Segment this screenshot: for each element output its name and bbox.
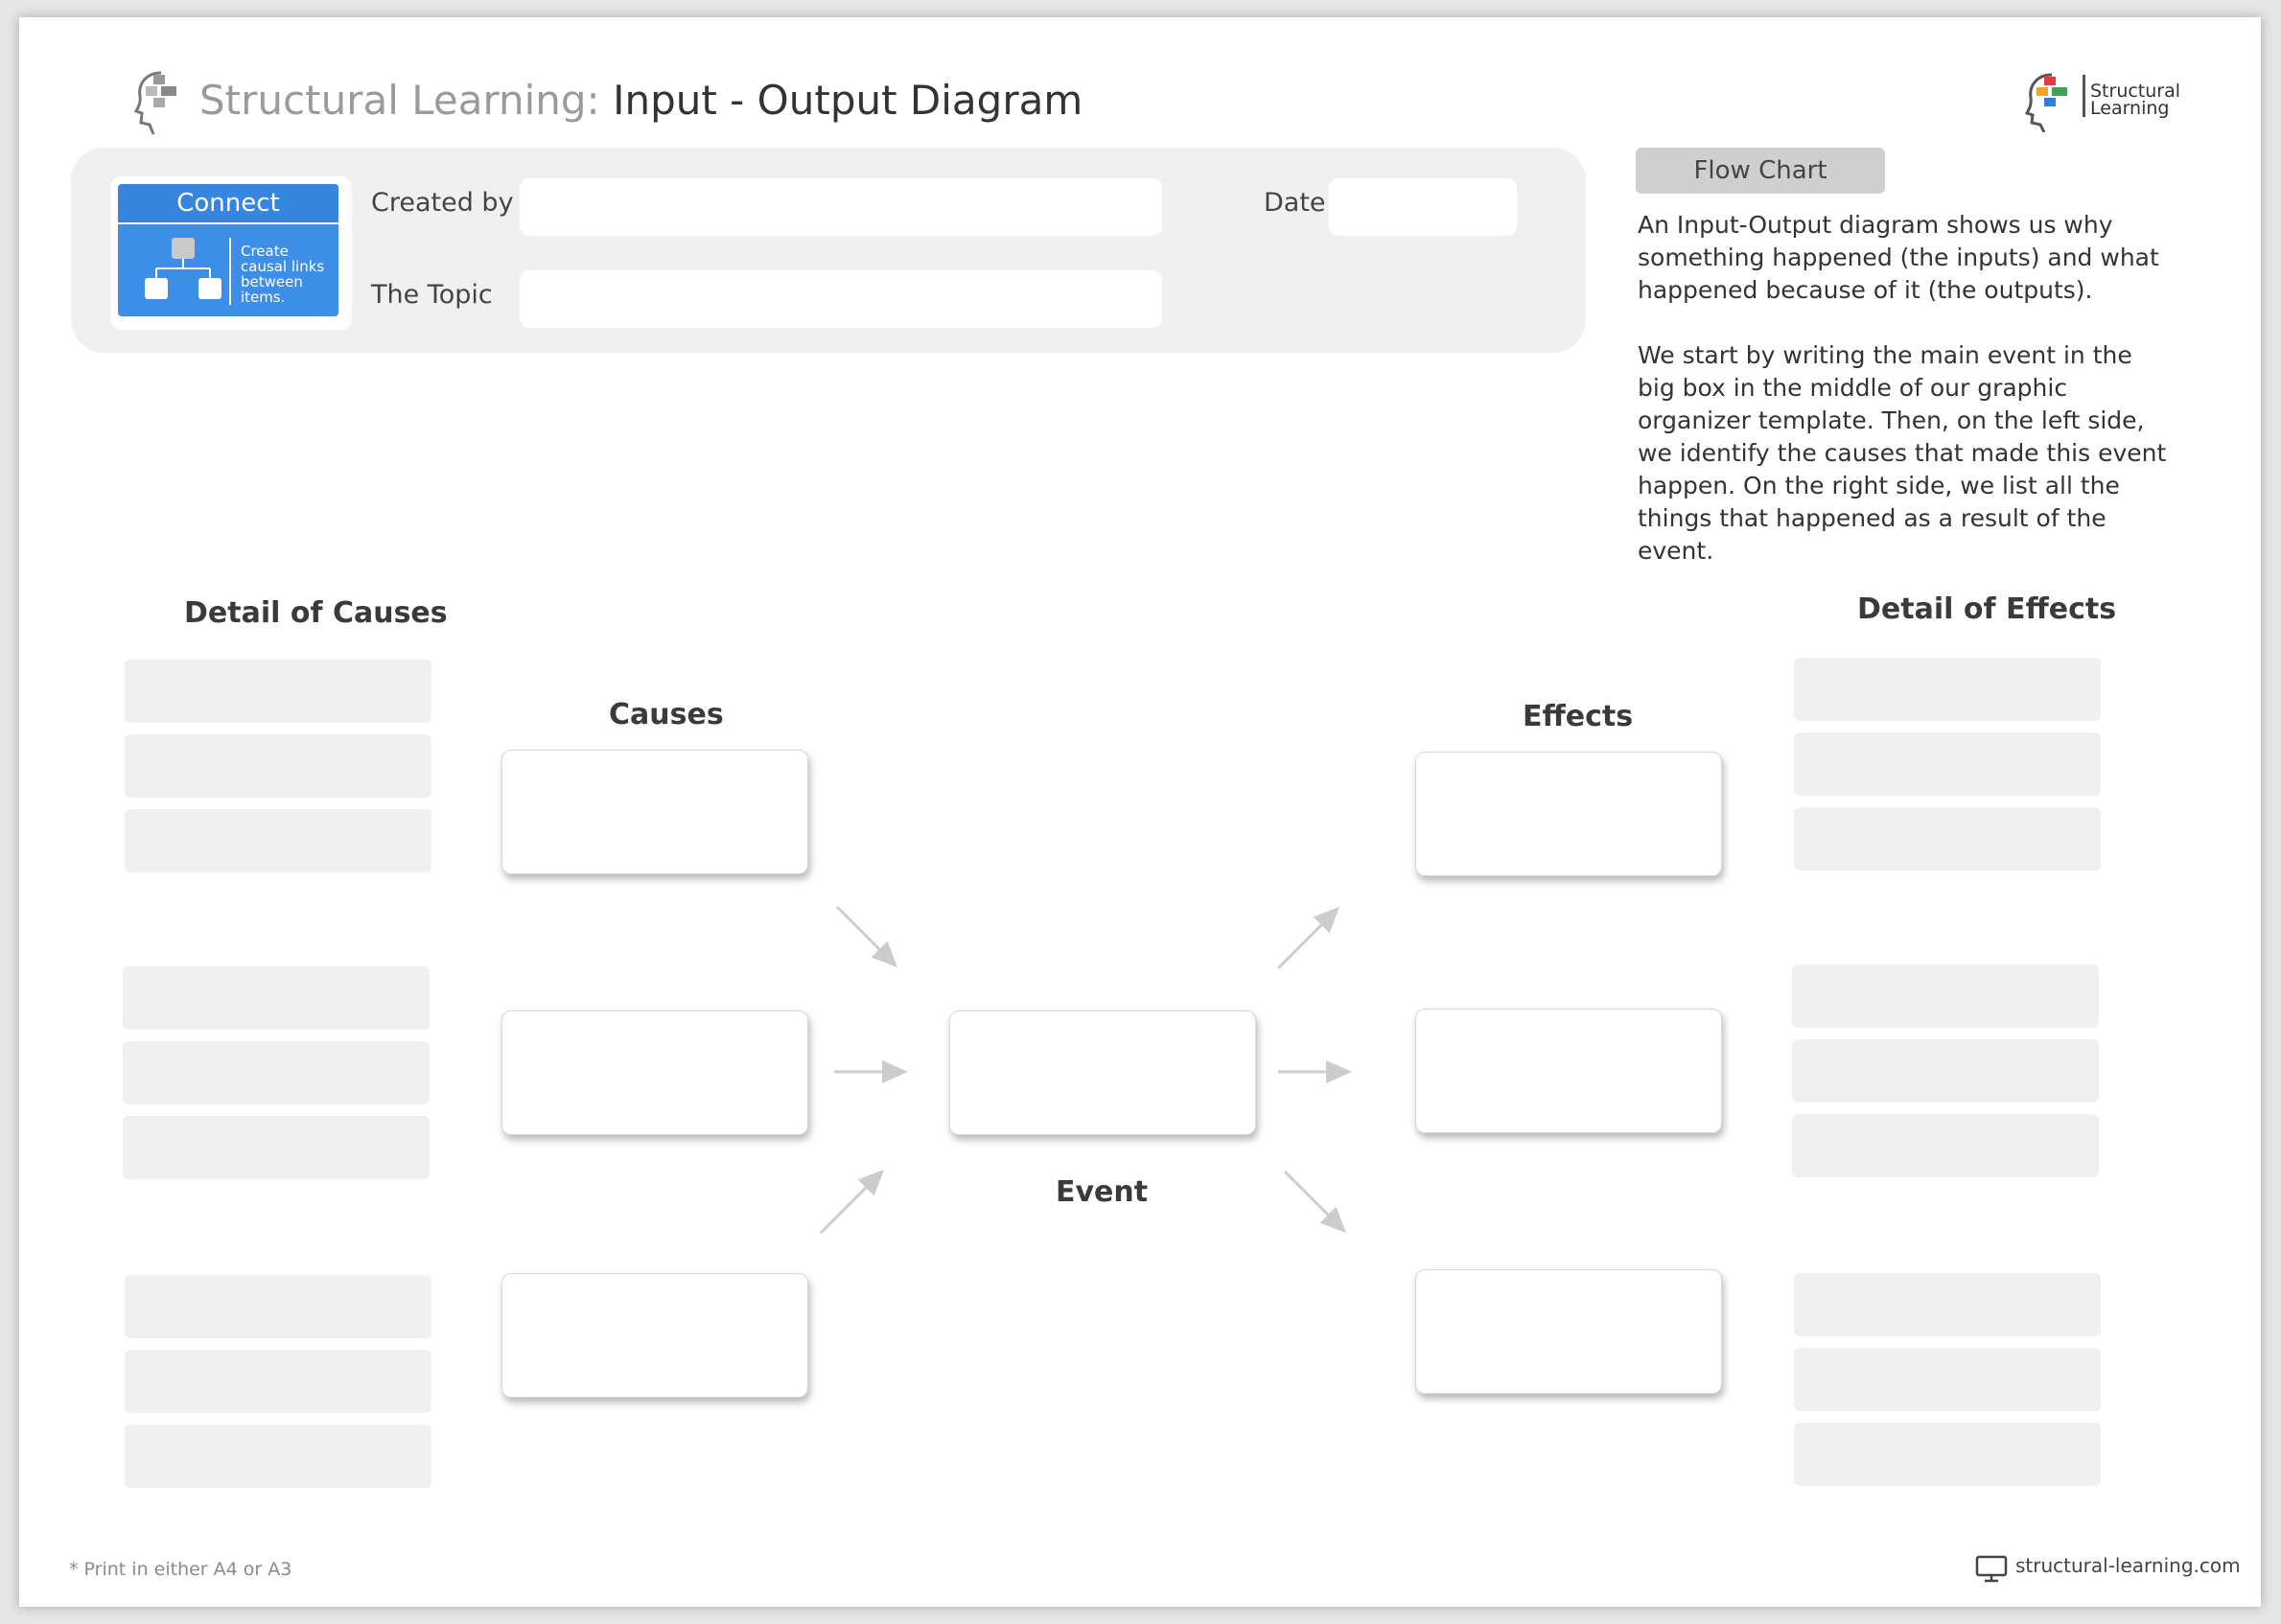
page-title: Structural Learning: Input - Output Diag… (199, 77, 1082, 124)
connect-divider (229, 238, 231, 305)
logo-divider (2083, 75, 2085, 117)
website-link[interactable]: structural-learning.com (2015, 1554, 2241, 1577)
arrow-icon (819, 1169, 885, 1235)
effect-detail-field[interactable] (1794, 732, 2101, 796)
worksheet-page: Structural Learning: Input - Output Diag… (19, 17, 2261, 1607)
logo-line-2: Learning (2090, 98, 2170, 119)
effect-detail-field[interactable] (1794, 1348, 2101, 1411)
cause-detail-field[interactable] (123, 1116, 430, 1179)
effect-detail-field[interactable] (1794, 807, 2101, 870)
description-paragraph-1: An Input-Output diagram shows us why som… (1638, 211, 2159, 304)
logo-wordmark: Structural Learning (2090, 81, 2181, 119)
connect-badge: Connect Create causal links between item… (118, 184, 338, 316)
effect-box-3[interactable] (1415, 1269, 1722, 1394)
arrow-icon (1283, 1170, 1347, 1234)
flow-chart-chip: Flow Chart (1636, 148, 1885, 194)
description-paragraph-2: We start by writing the main event in th… (1638, 341, 2167, 565)
arrow-layer (819, 905, 1352, 1235)
event-label: Event (1056, 1175, 1149, 1209)
connect-description: Create causal links between items. (241, 243, 325, 306)
cause-detail-field[interactable] (123, 966, 430, 1030)
description-text: An Input-Output diagram shows us why som… (1638, 209, 2175, 600)
effect-detail-field[interactable] (1792, 964, 2099, 1028)
effect-detail-field[interactable] (1792, 1039, 2099, 1102)
monitor-icon (1975, 1555, 2008, 1583)
cause-box-1[interactable] (501, 750, 808, 874)
effect-box-2[interactable] (1415, 1009, 1722, 1133)
cause-detail-field[interactable] (125, 1425, 431, 1488)
created-by-label: Created by (371, 188, 514, 218)
effect-detail-field[interactable] (1794, 1273, 2101, 1336)
created-by-input[interactable] (520, 178, 1162, 236)
connect-card: Connect Create causal links between item… (110, 176, 352, 330)
detail-causes-label: Detail of Causes (184, 596, 448, 630)
effect-detail-field[interactable] (1792, 1114, 2099, 1177)
connect-title: Connect (118, 184, 338, 224)
head-puzzle-icon (133, 71, 176, 135)
effect-box-1[interactable] (1415, 752, 1722, 876)
detail-effects-label: Detail of Effects (1857, 592, 2117, 626)
causes-label: Causes (609, 698, 724, 731)
topic-input[interactable] (520, 270, 1162, 328)
logo-head-icon (2024, 73, 2067, 132)
brand-name: Structural Learning: (199, 77, 600, 124)
cause-box-2[interactable] (501, 1010, 808, 1135)
diagram-title: Input - Output Diagram (613, 77, 1083, 124)
print-note: * Print in either A4 or A3 (69, 1559, 292, 1580)
cause-detail-field[interactable] (125, 1275, 431, 1338)
cause-detail-field[interactable] (125, 809, 431, 872)
arrow-icon (835, 905, 898, 968)
date-input[interactable] (1329, 178, 1517, 236)
topic-label: The Topic (371, 280, 493, 310)
cause-detail-field[interactable] (125, 660, 431, 723)
effects-label: Effects (1523, 700, 1634, 733)
effect-detail-field[interactable] (1794, 658, 2101, 721)
cause-detail-field[interactable] (123, 1041, 430, 1104)
cause-detail-field[interactable] (125, 1350, 431, 1413)
arrow-icon (1276, 906, 1340, 970)
effect-detail-field[interactable] (1794, 1423, 2101, 1486)
event-box[interactable] (949, 1010, 1256, 1135)
date-label: Date (1264, 188, 1326, 218)
cause-detail-field[interactable] (125, 734, 431, 798)
cause-box-3[interactable] (501, 1273, 808, 1398)
hierarchy-icon (145, 238, 221, 299)
logo-line-1: Structural (2090, 81, 2181, 102)
